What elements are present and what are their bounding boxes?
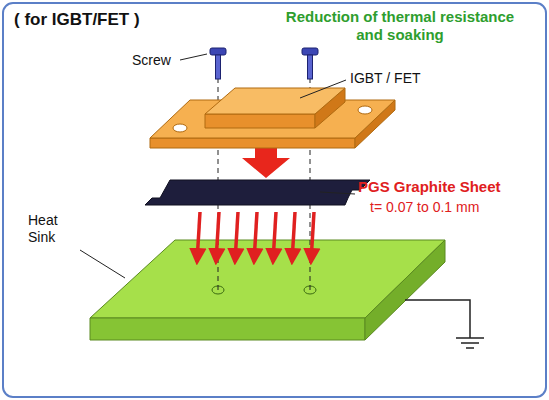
heat-flow-arrow — [216, 212, 219, 262]
part-label: IGBT / FET — [350, 70, 421, 87]
part-label: Screw — [132, 52, 171, 69]
heat-flow-arrow — [311, 212, 314, 262]
heat-flow-arrow — [197, 212, 200, 262]
heat-flow-arrow — [273, 212, 276, 262]
heat-flow-arrow — [292, 212, 295, 262]
heat-flow-arrow — [235, 212, 238, 262]
part-label: PGS Graphite Sheet — [358, 178, 501, 196]
leader-line — [80, 54, 355, 278]
igbt-module — [150, 88, 395, 148]
part-label: Heat Sink — [28, 212, 88, 246]
frame — [3, 3, 546, 397]
dimension: t= 0.07 to 0.1 mm — [370, 199, 479, 216]
screw — [210, 48, 318, 79]
graphite-sheet — [145, 180, 370, 205]
subtitle: Reduction of thermal resistance and soak… — [280, 8, 520, 44]
title: ( for IGBT/FET ) — [14, 10, 140, 30]
heat-flow-arrows — [197, 212, 314, 262]
heat-flow-arrow — [254, 212, 257, 262]
heat-sink — [90, 240, 445, 340]
ground-symbol — [405, 300, 484, 348]
